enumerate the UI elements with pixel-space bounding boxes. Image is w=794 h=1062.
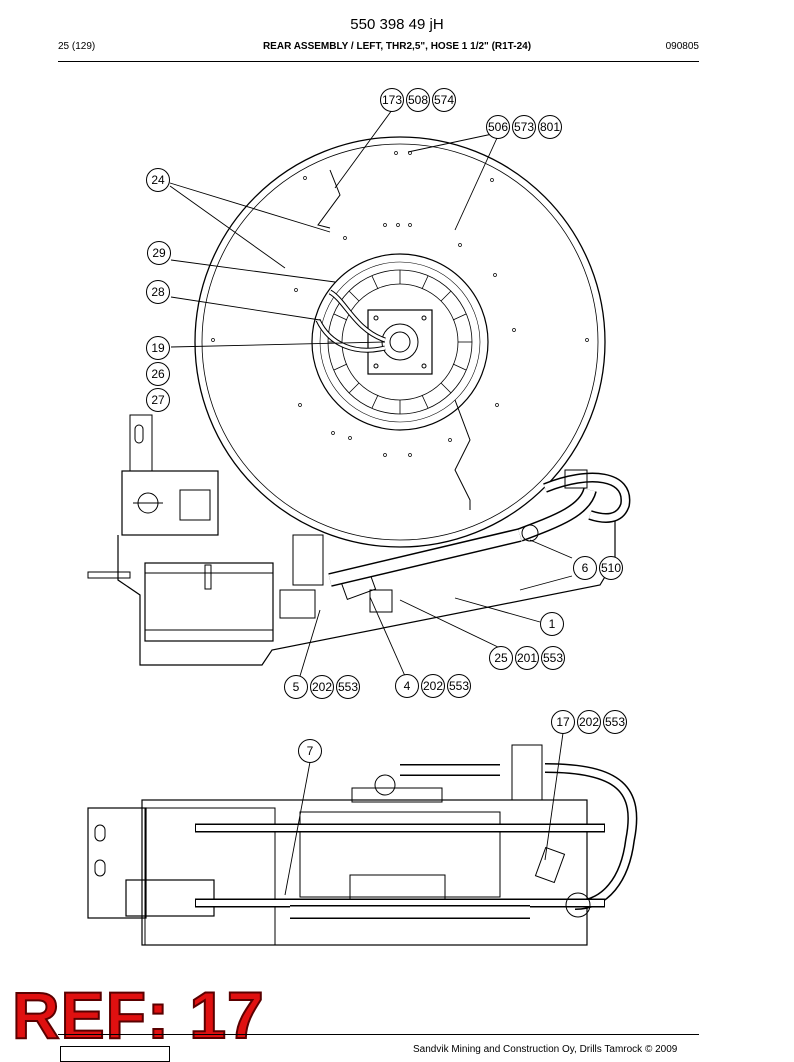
callout-5: 5 (284, 675, 308, 699)
hose-reel-drum (194, 136, 606, 548)
svg-text:25: 25 (494, 651, 508, 665)
svg-text:202: 202 (579, 715, 599, 729)
footer-rule (58, 1034, 699, 1035)
callout-510: 510 (599, 556, 623, 580)
callout-801: 801 (538, 115, 562, 139)
leader-lines (169, 109, 573, 896)
svg-text:510: 510 (601, 561, 621, 575)
drum-holes (211, 151, 589, 457)
hose-main (328, 469, 631, 587)
page-title: REAR ASSEMBLY / LEFT, THR2,5", HOSE 1 1/… (262, 41, 532, 52)
svg-text:1: 1 (549, 617, 556, 631)
callout-553-d: 553 (603, 710, 627, 734)
reel-spokes (328, 270, 472, 414)
svg-text:17: 17 (556, 715, 570, 729)
svg-text:553: 553 (605, 715, 625, 729)
svg-text:508: 508 (408, 93, 428, 107)
lower-assembly (87, 744, 638, 946)
date-code: 090805 (665, 41, 699, 52)
svg-text:202: 202 (423, 679, 443, 693)
svg-text:553: 553 (449, 679, 469, 693)
page-number: 25 (129) (58, 41, 96, 52)
callouts: 173 508 574 506 573 801 24 29 28 19 26 2… (146, 88, 627, 763)
svg-text:5: 5 (293, 680, 300, 694)
svg-text:173: 173 (382, 93, 402, 107)
svg-text:28: 28 (151, 285, 165, 299)
callout-26: 26 (146, 362, 170, 386)
callout-28: 28 (146, 280, 170, 304)
callout-553-b: 553 (336, 675, 360, 699)
callout-201: 201 (515, 646, 539, 670)
callout-506: 506 (486, 115, 510, 139)
callout-202-b: 202 (421, 674, 445, 698)
svg-text:26: 26 (151, 367, 165, 381)
document-number: 550 398 49 jH (350, 16, 444, 33)
svg-text:574: 574 (434, 93, 454, 107)
svg-text:202: 202 (312, 680, 332, 694)
callout-202-a: 202 (310, 675, 334, 699)
svg-text:201: 201 (517, 651, 537, 665)
callout-19: 19 (146, 336, 170, 360)
callout-29: 29 (147, 241, 171, 265)
reel-bracket-lower (454, 399, 471, 510)
callout-7: 7 (298, 739, 322, 763)
reference-stamp: REF: 17 (11, 978, 265, 1052)
svg-text:19: 19 (151, 341, 165, 355)
svg-text:29: 29 (152, 246, 166, 260)
callout-573: 573 (512, 115, 536, 139)
svg-text:24: 24 (151, 173, 165, 187)
footer-copyright: Sandvik Mining and Construction Oy, Dril… (413, 1044, 678, 1055)
callout-27: 27 (146, 388, 170, 412)
callout-508: 508 (406, 88, 430, 112)
callout-1: 1 (540, 612, 564, 636)
callout-6: 6 (573, 556, 597, 580)
svg-text:7: 7 (307, 744, 314, 758)
svg-text:573: 573 (514, 120, 534, 134)
header-rule (58, 61, 699, 62)
brand-logo (60, 1046, 170, 1062)
callout-173: 173 (380, 88, 404, 112)
callout-4: 4 (395, 674, 419, 698)
svg-text:4: 4 (404, 679, 411, 693)
callout-202-c: 202 (577, 710, 601, 734)
svg-text:506: 506 (488, 120, 508, 134)
callout-24: 24 (146, 168, 170, 192)
callout-574: 574 (432, 88, 456, 112)
svg-text:553: 553 (543, 651, 563, 665)
hose-elbow (315, 289, 386, 353)
control-box (121, 414, 219, 536)
callout-553-a: 553 (541, 646, 565, 670)
svg-text:801: 801 (540, 120, 560, 134)
reel-bracket-upper (317, 169, 341, 229)
callout-17: 17 (551, 710, 575, 734)
callout-25: 25 (489, 646, 513, 670)
svg-text:6: 6 (582, 561, 589, 575)
svg-text:553: 553 (338, 680, 358, 694)
svg-text:27: 27 (151, 393, 165, 407)
callout-553-c: 553 (447, 674, 471, 698)
